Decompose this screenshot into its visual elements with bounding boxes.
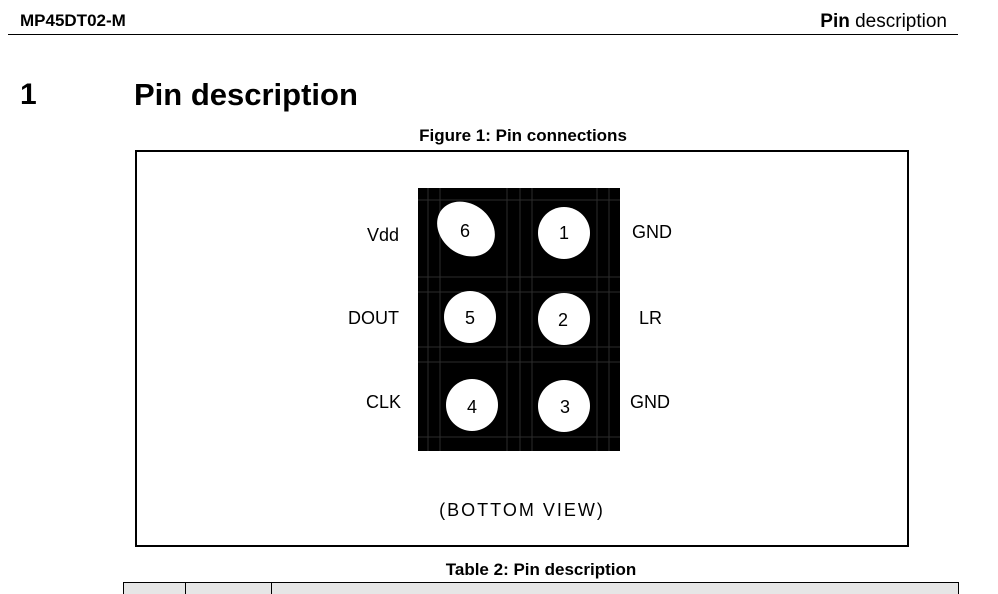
running-header-rest: description [849, 11, 947, 32]
pin-label-lr: LR [639, 308, 663, 328]
pin-number-3: 3 [560, 397, 570, 417]
section-title: Pin description [134, 77, 358, 112]
pin-3-pad [538, 380, 590, 432]
section-number: 1 [20, 78, 37, 111]
document-id: MP45DT02-M [20, 11, 126, 30]
pin-number-4: 4 [467, 397, 477, 417]
running-header-section: Pin description [820, 11, 947, 33]
pin-6-pad [437, 201, 495, 257]
pin-number-5: 5 [465, 308, 475, 328]
table-column-divider [271, 583, 272, 594]
package-grid [418, 188, 620, 451]
pin-label-dout: DOUT [348, 308, 399, 328]
pin-number-6: 6 [460, 221, 470, 241]
figure-caption: Figure 1: Pin connections [419, 126, 627, 145]
pin-label-gnd-1: GND [632, 222, 672, 242]
pin-label-clk: CLK [365, 392, 401, 412]
pin-label-gnd-3: GND [630, 392, 670, 412]
pin-connections-figure: 6 1 5 2 4 3 Vdd GND DOUT LR CLK GND (BOT… [135, 150, 909, 547]
table-caption: Table 2: Pin description [445, 560, 637, 579]
bottom-view-label: (BOTTOM VIEW) [439, 500, 605, 520]
running-header-bold: Pin [820, 11, 850, 32]
pin-4-pad [446, 379, 498, 431]
pin-number-2: 2 [558, 310, 568, 330]
pin-description-table-header [123, 582, 959, 594]
table-column-divider [185, 583, 186, 594]
pin-1-pad [538, 207, 590, 259]
pin-5-pad [444, 291, 496, 343]
header-rule [8, 34, 958, 35]
pin-number-1: 1 [559, 223, 569, 243]
package-drawing: 6 1 5 2 4 3 [418, 188, 620, 451]
pin-2-pad [538, 293, 590, 345]
pin-label-vdd: Vdd [366, 225, 399, 245]
